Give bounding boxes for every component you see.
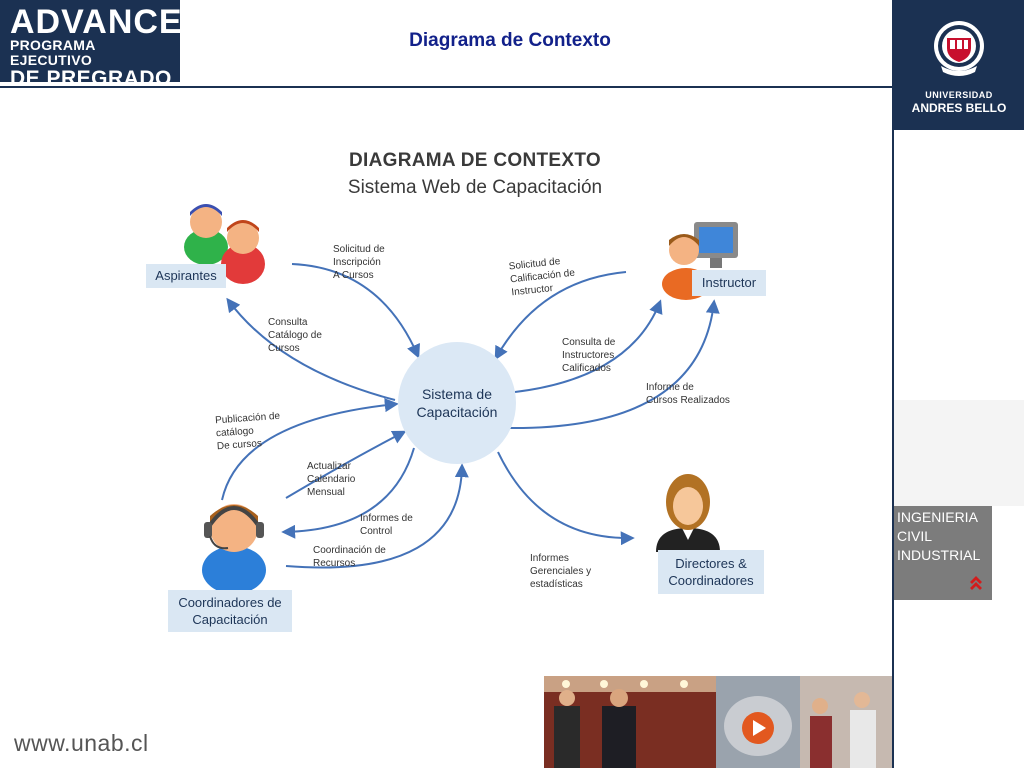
coordinadores-figure-icon	[202, 504, 266, 594]
arrow-informes-control	[281, 447, 415, 539]
program-badge: INGENIERIA CIVIL INDUSTRIAL	[894, 506, 992, 600]
arrow-publicacion-catalogo	[221, 398, 399, 501]
arrow-solicitud-inscripcion	[291, 263, 420, 359]
directores-figure-icon	[656, 474, 720, 552]
diagram-arrows	[184, 204, 738, 594]
university-logo: UNIVERSIDAD ANDRES BELLO	[894, 0, 1024, 130]
flow-informe-cursos: Informe de Cursos Realizados	[646, 382, 730, 406]
diagram-subtitle: Sistema Web de Capacitación	[347, 177, 603, 198]
arrow-consulta-catalogo	[226, 297, 396, 401]
flow-informes-control: Informes de Control	[360, 513, 413, 537]
flow-actualizar-calendario: Actualizar Calendario Mensual	[307, 461, 356, 498]
flow-informes-gerenciales: Informes Gerenciales y estadísticas	[530, 553, 592, 590]
arrow-informe-cursos	[507, 299, 720, 430]
university-line2: ANDRES BELLO	[911, 101, 1007, 115]
entity-instructor: Instructor	[692, 270, 766, 296]
university-line1: UNIVERSIDAD	[925, 90, 993, 100]
flow-publicacion-catalogo: Publicación de catálogo De cursos	[214, 410, 281, 453]
double-chevron-up-icon	[968, 574, 984, 594]
diagram-title: DIAGRAMA DE CONTEXTO	[349, 150, 601, 171]
logo-line3: DE PREGRADO	[10, 67, 172, 90]
entity-directores: Directores & Coordinadores	[658, 550, 764, 594]
page-title: Diagrama de Contexto	[409, 30, 611, 51]
arrow-coordinacion-recursos	[285, 463, 469, 569]
process-label: Sistema de Capacitación	[416, 386, 498, 420]
sidebar-divider	[892, 0, 894, 768]
flow-consulta-instructores: Consulta de Instructores Calificados	[562, 337, 616, 374]
arrow-actualizar-calendario	[285, 430, 407, 499]
flow-solicitud-inscripcion: Solicitud de Inscripción A Cursos	[333, 244, 385, 281]
logo-line1: ADVANCE	[10, 3, 183, 41]
side-panel	[894, 400, 1024, 506]
arrow-informes-gerenciales	[497, 451, 635, 546]
logo-line2: PROGRAMA EJECUTIVO	[10, 37, 96, 68]
flow-coordinacion-recursos: Coordinación de Recursos	[313, 545, 386, 569]
entity-coordinadores: Coordinadores de Capacitación	[168, 590, 292, 632]
arrow-consulta-instructores	[514, 299, 663, 393]
flow-solicitud-calificacion: Solicitud de Calificación de Instructor	[508, 256, 576, 299]
entity-aspirantes: Aspirantes	[146, 264, 226, 288]
header-divider	[0, 86, 892, 88]
program-line3: INDUSTRIAL	[897, 547, 981, 563]
photo-collage	[544, 676, 892, 768]
program-line1: INGENIERIA	[897, 509, 978, 525]
program-line2: CIVIL	[897, 528, 933, 544]
process-sistema-capacitacion: Sistema de Capacitación	[398, 342, 516, 464]
footer-url: www.unab.cl	[14, 730, 149, 756]
advance-logo: ADVANCE PROGRAMA EJECUTIVO DE PREGRADO	[0, 0, 183, 90]
university-seal-icon	[934, 21, 984, 76]
aspirantes-figure-icon	[184, 204, 265, 284]
flow-consulta-catalogo: Consulta Catálogo de Cursos	[268, 317, 322, 354]
arrow-solicitud-calificacion	[494, 271, 627, 361]
